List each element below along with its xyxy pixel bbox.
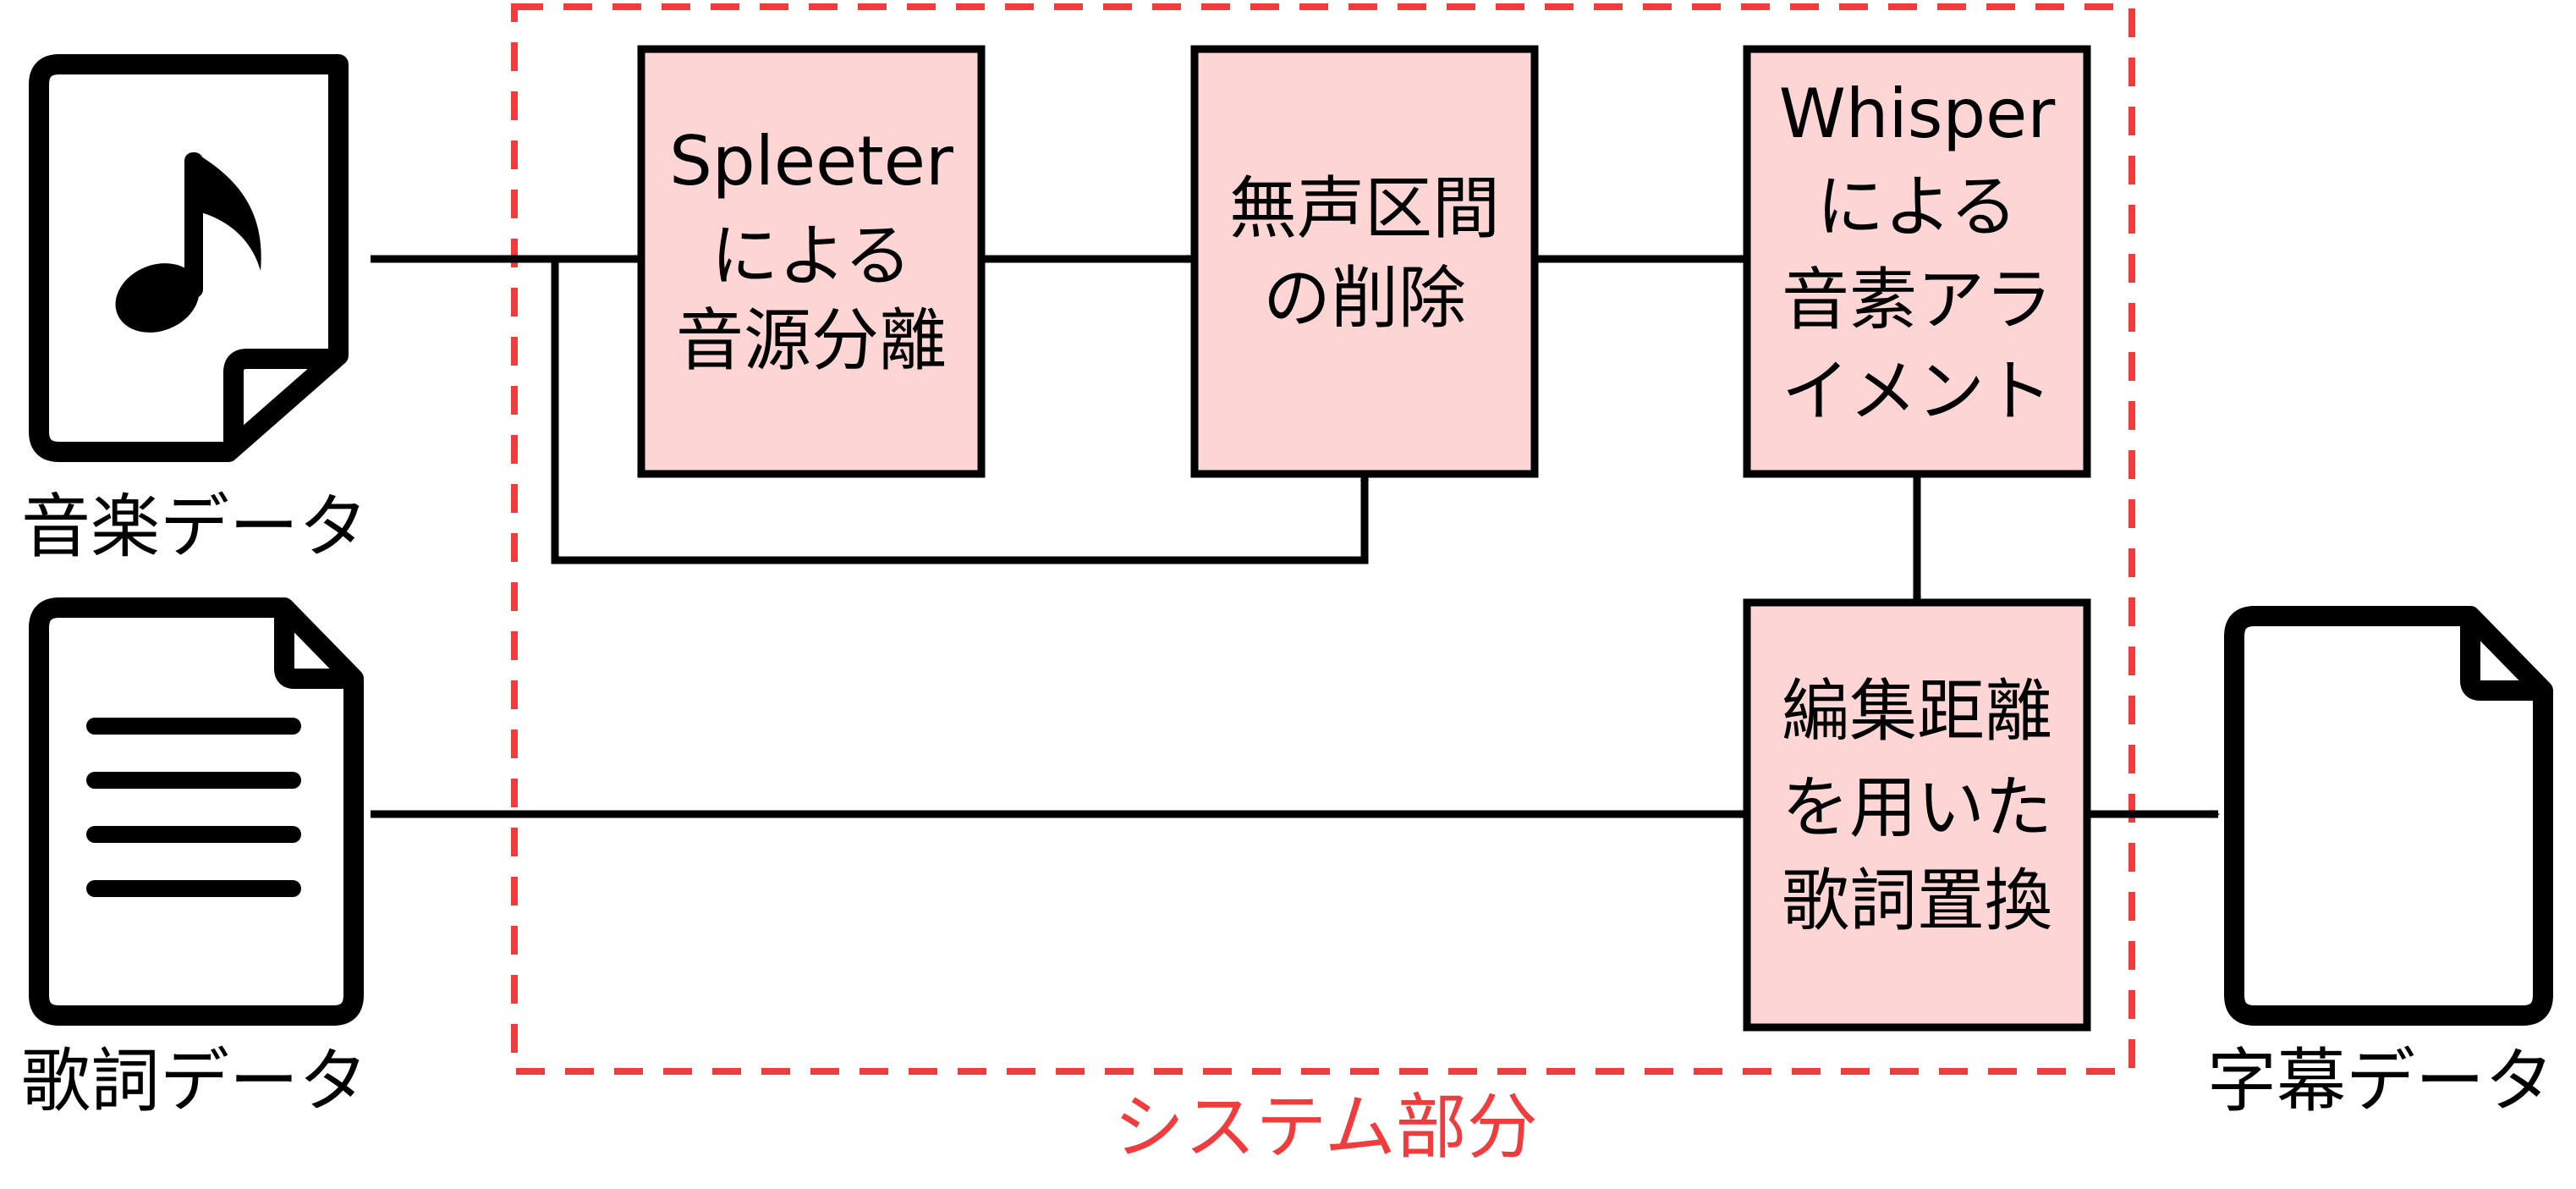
music-bypass-to-silence-removal-arrow — [551, 259, 1369, 564]
alignment-step-line-4: イメント — [1782, 352, 2052, 431]
blank-file-icon — [2224, 606, 2553, 1026]
alignment-step-line-3: 音素アラ — [1782, 261, 2052, 339]
silence-removal-step-line-1: 無声区間 — [1229, 169, 1500, 248]
system-label: システム部分 — [1113, 1086, 1537, 1169]
replacement-step-box: 編集距離 を用いた 歌詞置換 — [1743, 598, 2091, 1032]
replacement-step-line-1: 編集距離 — [1782, 672, 2052, 751]
alignment-step-line-1: Whisper — [1779, 74, 2056, 153]
music-file-icon — [29, 54, 349, 462]
silence-removal-step-box: 無声区間 の削除 — [1190, 45, 1539, 478]
silence-removal-step-line-2: の削除 — [1263, 259, 1466, 338]
separation-step-line-1: Spleeter — [669, 122, 953, 201]
replacement-step-line-3: 歌詞置換 — [1782, 861, 2052, 940]
replacement-step-line-2: を用いた — [1782, 768, 2052, 847]
music-data-label: 音楽データ — [21, 487, 368, 567]
subtitle-data-label: 字幕データ — [2207, 1041, 2554, 1121]
separation-step-line-2: による — [711, 217, 912, 295]
separation-step-line-3: 音源分離 — [676, 301, 947, 380]
system-boundary — [511, 3, 2135, 1075]
text-document-icon — [29, 597, 364, 1026]
separation-step-box: Spleeter による 音源分離 — [637, 45, 986, 478]
alignment-step-box: Whisper による 音素アラ イメント — [1743, 45, 2091, 478]
alignment-step-line-2: による — [1816, 168, 2018, 246]
lyrics-data-label: 歌詞データ — [21, 1041, 368, 1121]
